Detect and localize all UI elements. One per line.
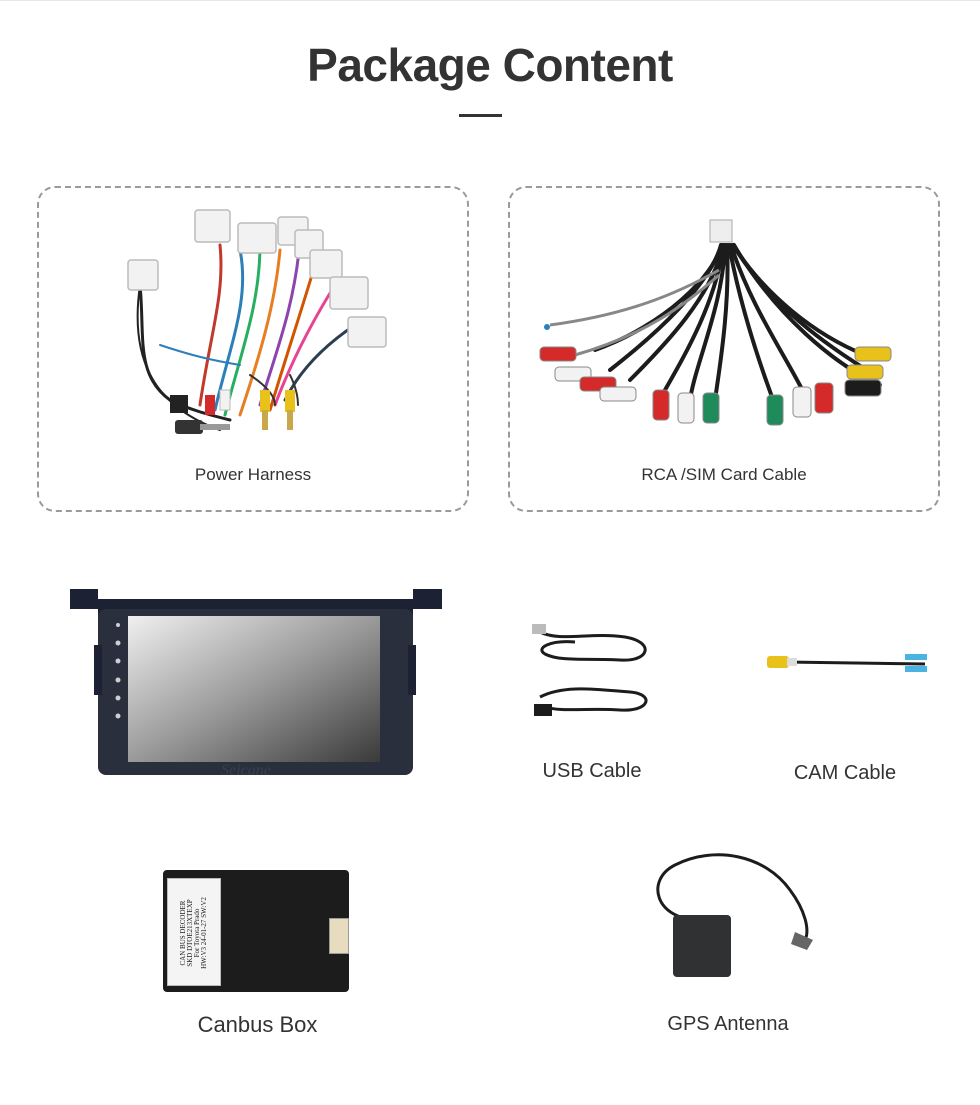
canbus-box-image: CAN BUS DECODER SKD DTOE213XTEXP For Toy… — [163, 870, 349, 992]
top-divider — [0, 0, 980, 1]
canbus-connector — [329, 918, 349, 954]
head-unit-brand: Seicane — [221, 762, 271, 779]
title-underline — [459, 114, 502, 117]
rca-cable-card — [508, 186, 940, 512]
sticker-line-4: HW:V3 24-01-27 SW:V2 — [200, 897, 208, 969]
power-harness-label: Power Harness — [194, 465, 312, 484]
cam-cable-image — [767, 654, 927, 672]
power-harness-image — [127, 209, 387, 434]
usb-cable-label: USB Cable — [542, 760, 642, 782]
gps-antenna-image — [656, 853, 813, 977]
power-harness-card — [37, 186, 469, 512]
cam-cable-label: CAM Cable — [793, 762, 897, 784]
page-title: Package Content — [307, 39, 673, 91]
gps-antenna-label: GPS Antenna — [667, 1013, 789, 1035]
head-unit-image: Seicane — [70, 589, 442, 779]
canbus-sticker: CAN BUS DECODER SKD DTOE213XTEXP For Toy… — [167, 878, 221, 986]
canbus-box-label: Canbus Box — [197, 1012, 318, 1037]
rca-cable-image — [539, 219, 892, 426]
usb-cable-image — [532, 624, 648, 716]
rca-cable-label: RCA /SIM Card Cable — [641, 465, 807, 484]
